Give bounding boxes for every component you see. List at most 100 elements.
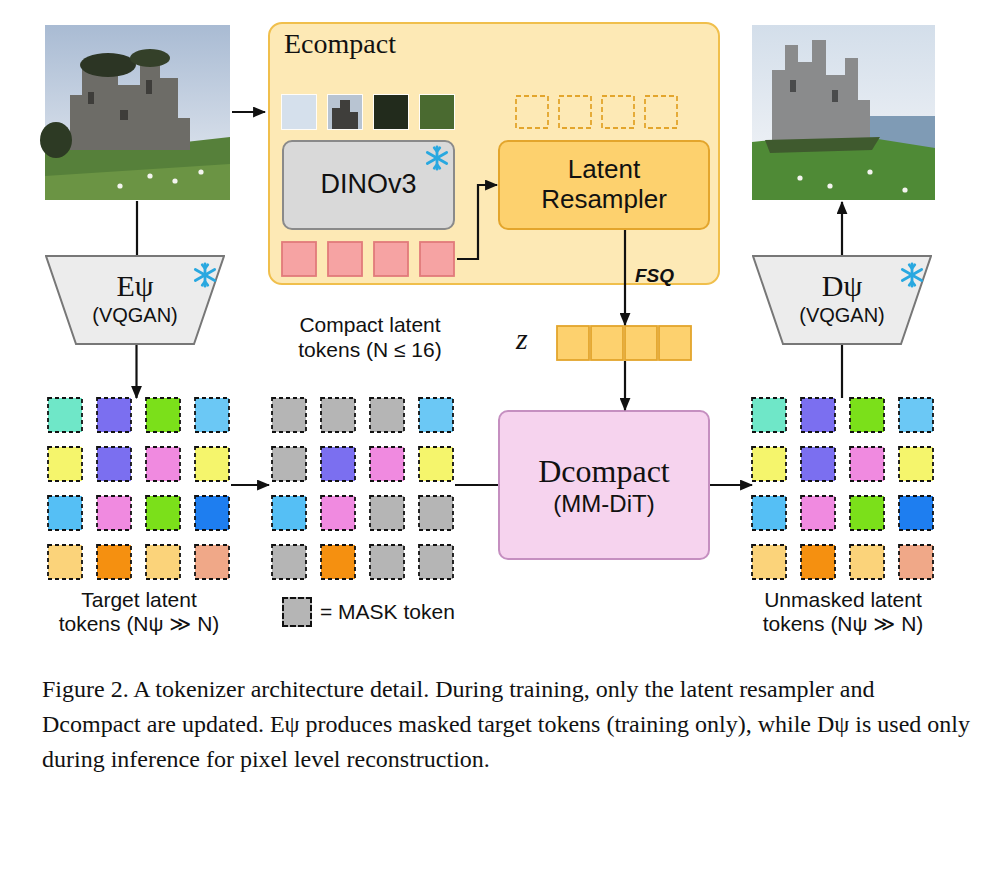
latent-token <box>97 496 131 530</box>
window <box>790 80 796 92</box>
compact-tokens <box>557 326 691 360</box>
frozen-decoder-trapezoid: Dψ(VQGAN) <box>752 255 932 345</box>
sheep <box>867 169 872 174</box>
latent-token <box>899 496 933 530</box>
token-square <box>557 326 589 360</box>
latent-token <box>48 545 82 579</box>
box-subtitle: (MM-DiT) <box>553 490 654 518</box>
figure-caption: Figure 2. A tokenizer architecture detai… <box>42 672 977 777</box>
latent-token <box>752 545 786 579</box>
latent-token <box>272 398 306 432</box>
box-title: Eψ <box>116 269 153 304</box>
latent-token <box>48 447 82 481</box>
flow-line <box>232 111 265 113</box>
latent-token <box>321 545 355 579</box>
token-square <box>420 242 454 276</box>
legend-entry: = MASK token <box>282 597 455 627</box>
sheep <box>147 173 152 178</box>
grid-caption: Target latent tokens (Nψ ≫ N) <box>52 588 226 636</box>
box-title: Dcompact <box>538 453 670 490</box>
latent-token <box>899 398 933 432</box>
window <box>832 90 838 102</box>
frozen-encoder-trapezoid: Eψ(VQGAN) <box>45 255 225 345</box>
decoder-box: Dcompact(MM-DiT) <box>498 410 710 560</box>
latent-token <box>899 447 933 481</box>
sheep <box>827 183 832 188</box>
token-square <box>328 95 362 129</box>
legend-swatch <box>282 597 312 627</box>
latent-token <box>97 545 131 579</box>
latent-token <box>801 447 835 481</box>
latent-token <box>801 496 835 530</box>
latent-token <box>195 447 229 481</box>
token-square <box>516 96 548 128</box>
patch-castle <box>332 100 358 129</box>
frozen-backbone-box: DINOv3 <box>282 140 455 230</box>
frozen-icon <box>427 147 446 169</box>
token-square <box>282 95 316 129</box>
latent-token <box>321 496 355 530</box>
latent-token <box>146 398 180 432</box>
token-square <box>602 96 634 128</box>
sheep <box>172 178 177 183</box>
token-square <box>645 96 677 128</box>
latent-token <box>801 398 835 432</box>
grass <box>752 133 935 200</box>
tree <box>40 122 72 158</box>
box-label: Latent Resampler <box>514 155 694 215</box>
latent-token <box>272 545 306 579</box>
arrow-connector <box>624 230 626 325</box>
latent-token <box>850 545 884 579</box>
token-square <box>659 326 691 360</box>
latent-token <box>146 496 180 530</box>
sheep <box>902 187 907 192</box>
castle <box>772 40 870 140</box>
arrow-connector <box>841 345 843 398</box>
latent-token <box>272 447 306 481</box>
backbone-features <box>282 242 454 276</box>
token-label: z <box>516 322 528 357</box>
target-grid-tokens <box>48 398 229 579</box>
frozen-icon <box>195 264 214 286</box>
sheep <box>198 169 203 174</box>
box-title: Dψ <box>822 269 862 304</box>
trapezoid-shape <box>46 256 224 344</box>
output-grid-tokens <box>752 398 933 579</box>
sheep <box>797 175 802 180</box>
patch-castle <box>328 95 362 129</box>
compact-token-row: z <box>556 325 694 361</box>
latent-token <box>195 496 229 530</box>
output-photo <box>752 25 935 200</box>
latent-token <box>48 398 82 432</box>
flow-line <box>455 484 498 486</box>
window <box>146 80 152 94</box>
window <box>120 110 128 120</box>
flow-line <box>231 484 269 486</box>
token-square <box>374 95 408 129</box>
latent-token <box>370 545 404 579</box>
query-tokens <box>516 96 677 128</box>
latent-token <box>272 496 306 530</box>
latent-token <box>752 398 786 432</box>
flow-line <box>136 201 138 255</box>
latent-token <box>850 496 884 530</box>
input-photo <box>40 25 230 200</box>
latent-token <box>801 545 835 579</box>
token-square <box>374 242 408 276</box>
grid-caption: Unmasked latent tokens (Nψ ≫ N) <box>752 588 934 636</box>
window <box>88 92 94 104</box>
legend-text: = MASK token <box>320 600 455 624</box>
output-token-grid: Unmasked latent tokens (Nψ ≫ N) <box>752 398 933 579</box>
box-label: DINOv3 <box>320 169 416 200</box>
ivy <box>80 53 136 77</box>
latent-token <box>419 398 453 432</box>
arrow-connector <box>135 345 137 398</box>
box-subtitle: (VQGAN) <box>92 304 178 327</box>
token-square <box>328 242 362 276</box>
latent-token <box>850 398 884 432</box>
resampler-box: Latent Resampler <box>498 140 710 230</box>
token-square <box>559 96 591 128</box>
masked-grid-tokens <box>272 398 453 579</box>
token-square <box>282 242 316 276</box>
